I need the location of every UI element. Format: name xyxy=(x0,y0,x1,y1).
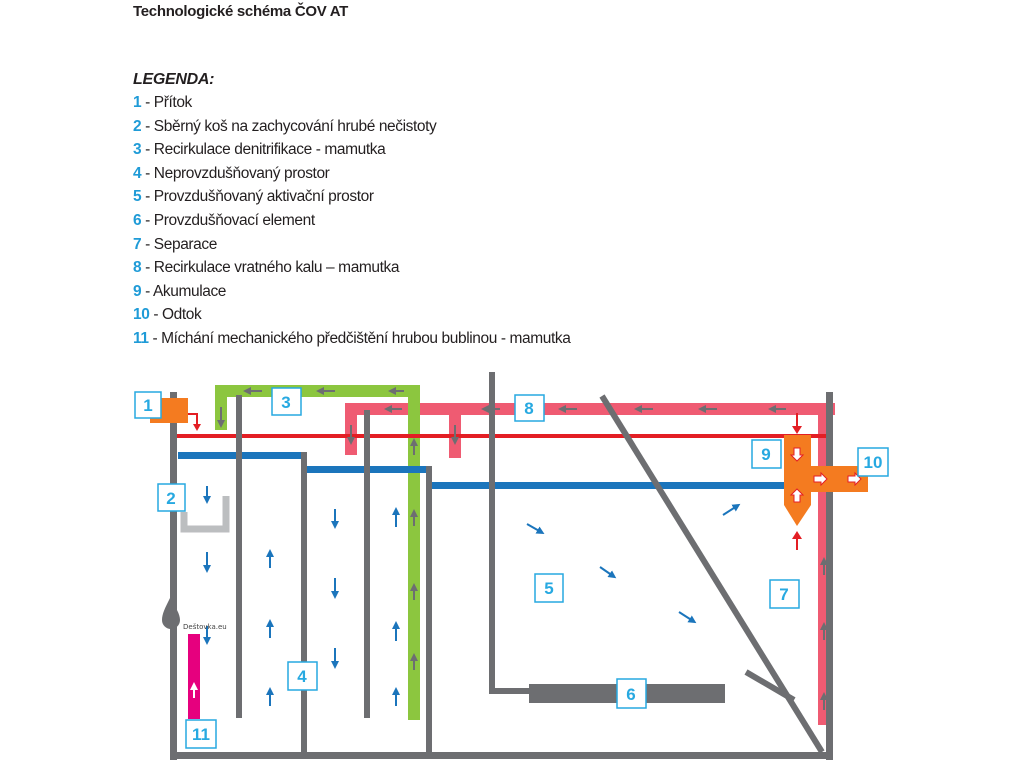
legend-item: 6 - Provzdušňovací element xyxy=(133,209,571,233)
label-11: 11 xyxy=(185,719,217,749)
red-flow-arrows xyxy=(188,413,802,550)
legend-item-text: - Recirkulace denitrifikace - mamutka xyxy=(141,141,386,159)
legend-item: 9 - Akumulace xyxy=(133,280,571,304)
legend-item: 10 - Odtok xyxy=(133,303,571,327)
legend-item-text: - Odtok xyxy=(149,306,202,324)
svg-text:1: 1 xyxy=(143,396,152,415)
label-9: 9 xyxy=(751,439,782,469)
droplet-logo-icon xyxy=(162,598,180,629)
overflow-level-line xyxy=(176,434,830,438)
svg-text:10: 10 xyxy=(864,453,883,472)
svg-text:8: 8 xyxy=(524,399,533,418)
pipe-direction-arrows xyxy=(217,387,828,710)
water-flow-arrows xyxy=(203,486,741,706)
svg-text:11: 11 xyxy=(192,725,210,744)
label-1: 1 xyxy=(134,391,162,419)
legend-item-number: 10 xyxy=(133,306,150,324)
mixing-pipe xyxy=(188,634,200,719)
legend-item-text: - Provzdušňovací element xyxy=(141,211,315,229)
legend-item-text: - Neprovzdušňovaný prostor xyxy=(141,164,330,182)
legend-item-number: 9 xyxy=(133,282,142,300)
svg-text:9: 9 xyxy=(761,445,770,464)
svg-text:4: 4 xyxy=(297,667,307,686)
legend-item-number: 7 xyxy=(133,235,142,253)
label-3: 3 xyxy=(271,387,302,416)
legend-item: 7 - Separace xyxy=(133,233,571,257)
legend-item-number: 11 xyxy=(133,329,149,347)
svg-text:2: 2 xyxy=(166,489,175,508)
legend-item-number: 8 xyxy=(133,259,142,277)
legend-item-number: 5 xyxy=(133,188,142,206)
legend-item: 11 - Míchání mechanického předčištění hr… xyxy=(133,327,571,351)
legend-item-text: - Provzdušňovaný aktivační prostor xyxy=(141,188,374,206)
legend-item-number: 1 xyxy=(133,94,142,111)
legend-item-text: - Separace xyxy=(141,235,217,253)
legend-heading: LEGENDA: xyxy=(133,71,215,88)
legend-item-text: - Sběrný koš na zachycování hrubé nečist… xyxy=(141,117,437,135)
tank-walls xyxy=(170,372,833,760)
svg-text:6: 6 xyxy=(626,685,635,704)
label-4: 4 xyxy=(287,661,318,691)
legend-item: 4 - Neprovzdušňovaný prostor xyxy=(133,162,571,186)
legend-item-text: - Recirkulace vratného kalu – mamutka xyxy=(141,259,400,277)
watermark-text: Deštovka.eu xyxy=(183,623,227,631)
label-7: 7 xyxy=(769,579,800,609)
label-5: 5 xyxy=(534,573,564,603)
label-8: 8 xyxy=(514,394,545,422)
legend-item: 3 - Recirkulace denitrifikace - mamutka xyxy=(133,138,571,162)
legend-item-text: - Přítok xyxy=(141,94,192,111)
legend-item-number: 4 xyxy=(133,164,142,182)
legend-item-text: - Míchání mechanického předčištění hrubo… xyxy=(148,329,571,347)
legend-item: 2 - Sběrný koš na zachycování hrubé neči… xyxy=(133,115,571,139)
page-title: Technologické schéma ČOV AT xyxy=(133,3,349,20)
svg-text:5: 5 xyxy=(544,579,553,598)
legend-item-number: 2 xyxy=(133,117,142,135)
svg-text:7: 7 xyxy=(779,585,788,604)
coarse-screen-basket xyxy=(180,496,230,533)
svg-text:3: 3 xyxy=(281,393,290,412)
label-6: 6 xyxy=(616,678,647,709)
legend-item-number: 3 xyxy=(133,141,142,159)
accumulation-flow-arrows xyxy=(789,447,862,503)
water-level-lines xyxy=(178,452,790,489)
legend-item: 1 - Přítok xyxy=(133,91,571,115)
legend-item-number: 6 xyxy=(133,211,142,229)
legend-item: 5 - Provzdušňovaný aktivační prostor xyxy=(133,185,571,209)
label-2: 2 xyxy=(157,483,186,512)
label-10: 10 xyxy=(857,447,889,477)
legend-item-text: - Akumulace xyxy=(141,282,227,300)
mixing-arrow-up-icon xyxy=(190,682,198,698)
legend-item: 8 - Recirkulace vratného kalu – mamutka xyxy=(133,256,571,280)
